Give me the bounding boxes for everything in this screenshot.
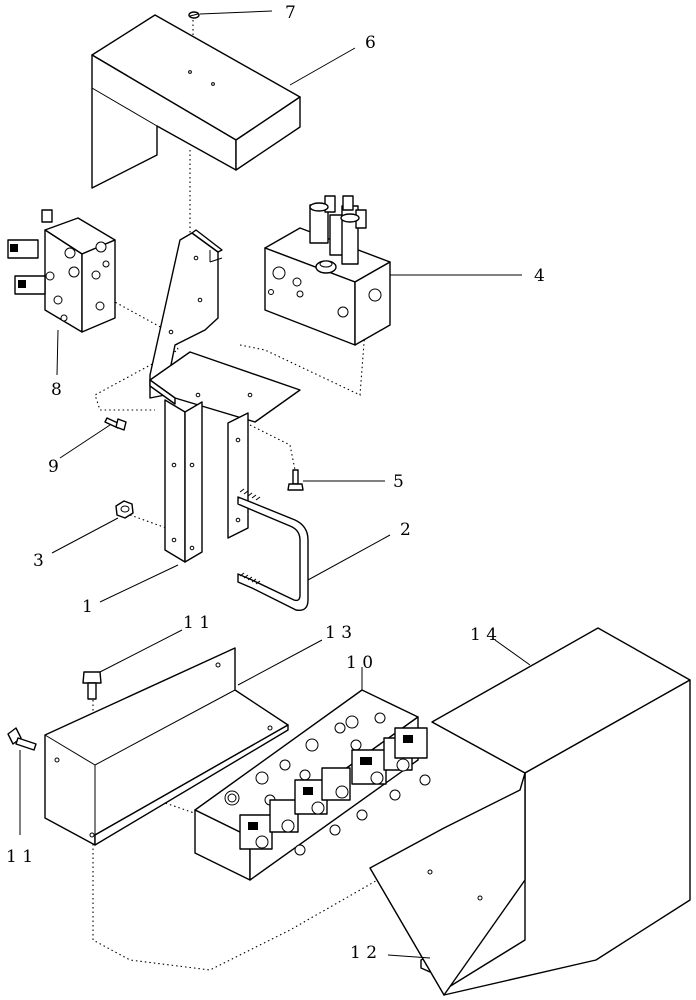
part-6-top-cover (91, 14, 301, 189)
part-13-angle-bracket (44, 647, 289, 846)
part-5-bolt (287, 469, 304, 491)
callout-labels: 7 6 4 8 9 5 2 3 1 1 1 1 3 1 4 1 0 1 1 1 … (6, 3, 545, 963)
callout-3: 3 (33, 551, 44, 571)
part-4-valve-block (264, 195, 391, 346)
part-11-bolt-upper (82, 671, 102, 700)
callout-4: 4 (534, 266, 545, 286)
part-2-u-bolt (237, 488, 309, 611)
callout-11-upper: 1 1 (183, 613, 210, 633)
callout-8: 8 (51, 380, 62, 400)
part-1-bracket (149, 229, 301, 563)
part-8-small-valve-block (7, 209, 116, 333)
solenoid-coils (239, 727, 431, 856)
callout-10: 1 0 (346, 653, 373, 673)
callout-1: 1 (82, 597, 93, 617)
callout-6: 6 (365, 33, 376, 53)
callout-13: 1 3 (325, 623, 352, 643)
part-10-valve-manifold (194, 689, 431, 881)
part-9-bolt (104, 417, 127, 431)
part-3-nut (115, 500, 134, 519)
leader-lines (19, 10, 531, 959)
part-14-cover (369, 627, 691, 996)
callout-7: 7 (285, 3, 296, 23)
part-11-bolt-lower (7, 727, 37, 751)
callout-9: 9 (48, 457, 59, 477)
callout-11-lower: 1 1 (6, 847, 33, 867)
part-7-screw (188, 11, 200, 19)
callout-2: 2 (400, 520, 411, 540)
callout-12: 1 2 (350, 943, 377, 963)
callout-14: 1 4 (470, 625, 497, 645)
callout-5: 5 (393, 472, 404, 492)
